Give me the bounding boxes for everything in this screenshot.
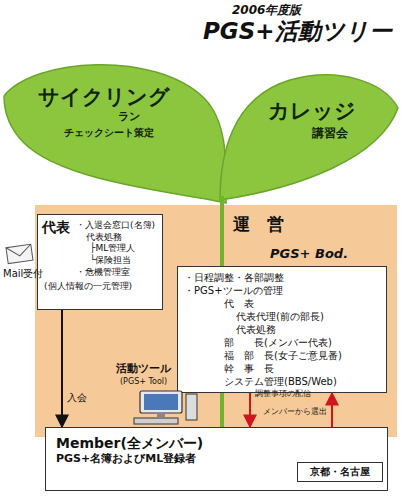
node-text: PGS+名簿およびML登録者 <box>56 452 381 466</box>
node-heading: カレッジ <box>268 98 356 125</box>
node-text: ・PGS+ツールの管理 <box>184 284 381 297</box>
node-text: 代 表 <box>224 297 381 310</box>
management-panel: 運 営代表・入退会窓口(名簿)代表処務├ML管理人└保険担当・危機管理室(個人情… <box>35 205 397 437</box>
node-heading: 代表 <box>42 218 70 236</box>
board-box: PGS+ Bod.・日程調整・各部調整・PGS+ツールの管理代 表代表代理(前の… <box>177 266 387 393</box>
node-text: チェックシート策定 <box>64 126 154 139</box>
node-text: ・入退会窓口(名簿) <box>76 220 158 232</box>
node-text: 代表処務 <box>236 323 381 336</box>
node-text: 代表代理(前の部長) <box>236 310 381 323</box>
leaf-outline <box>4 65 226 203</box>
leaf-right: カレッジ講習会 <box>220 68 398 200</box>
tool-label: 活動ツール <box>116 362 171 375</box>
node-text: 代表処務 <box>86 232 158 244</box>
node-heading: サイクリング <box>38 84 170 111</box>
node-text: システム管理(BBS/Web) <box>224 375 381 388</box>
leaf-outline <box>220 75 398 200</box>
node-text: 講習会 <box>312 126 348 142</box>
edition-label: 2006年度版 <box>232 3 301 17</box>
node-text: ├ML管理人 <box>90 243 158 255</box>
node-heading: 京都・名古屋 <box>300 465 380 478</box>
tool-sublabel: (PGS+ Tool) <box>120 377 167 387</box>
member-box: Member(全メンバー)PGS+名簿およびML登録者京都・名古屋 <box>45 427 388 491</box>
connector-arrow <box>61 310 63 427</box>
leaf-shape <box>220 68 398 200</box>
node-text: ・危機管理室 <box>76 267 158 279</box>
node-text: (個人情報の一元管理) <box>44 281 158 293</box>
region-box: 京都・名古屋 <box>297 462 383 482</box>
node-heading: 運 営 <box>233 213 284 235</box>
computer-icon <box>134 391 197 424</box>
node-text: ラン <box>118 110 140 124</box>
leaf-left: サイクリングランチェックシート策定 <box>4 58 226 203</box>
stem <box>220 196 224 266</box>
stem <box>220 393 224 427</box>
node-text: ・日程調整・各部調整 <box>184 271 381 284</box>
node-text: 幹 事 長 <box>224 362 381 375</box>
diagram-title: PGS+活動ツリー <box>203 18 392 46</box>
connector-label: 入会 <box>67 392 87 404</box>
node-heading: Member(全メンバー) <box>56 434 381 452</box>
representative-box: 代表・入退会窓口(名簿)代表処務├ML管理人└保険担当・危機管理室 (個人情報の一… <box>37 214 163 310</box>
connector-label: メンバーから選出 <box>263 407 327 417</box>
node-text: 福 部 長(女子ご意見番) <box>224 349 381 362</box>
connector-label: 調整事項の配信 <box>255 389 311 399</box>
node-text: 部 長(メンバー代表) <box>224 336 381 349</box>
connector-arrow <box>249 393 251 427</box>
node-heading: PGS+ Bod. <box>270 246 348 263</box>
node-text: └保険担当 <box>90 255 158 267</box>
mail-label: Mail受付 <box>3 268 43 280</box>
connector-arrow <box>331 393 333 427</box>
mail-icon <box>6 244 33 263</box>
